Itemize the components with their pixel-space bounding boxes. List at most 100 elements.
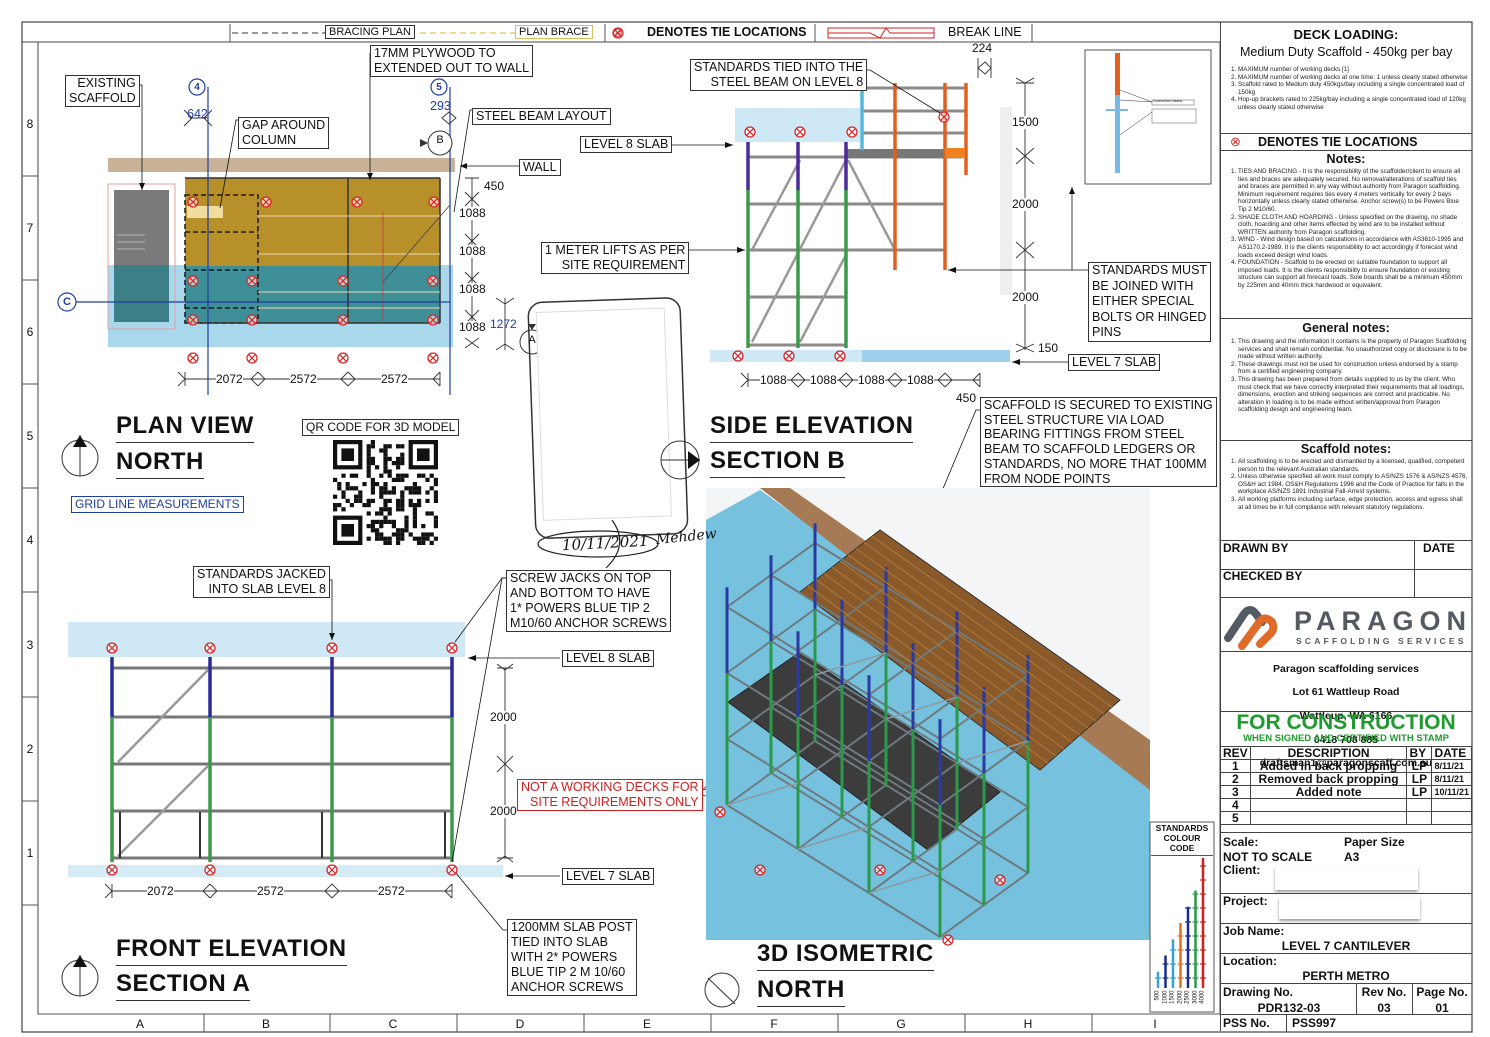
tablet-sketch bbox=[527, 297, 689, 539]
scaffold-notes-title: Scaffold notes: bbox=[1300, 442, 1392, 456]
tie-location-icon bbox=[337, 314, 349, 326]
tie-location-icon bbox=[744, 126, 756, 138]
tie-location-icon bbox=[187, 196, 199, 208]
pss-no-label: PSS No. bbox=[1223, 1016, 1270, 1030]
client-field[interactable] bbox=[1275, 867, 1418, 890]
gridline-c-marker bbox=[57, 292, 77, 312]
grid-row-7: 7 bbox=[26, 221, 34, 235]
address-line: Lot 61 Wattleup Road bbox=[1292, 686, 1400, 699]
iso-brace bbox=[956, 740, 1029, 764]
address-line: Paragon scaffolding services bbox=[1273, 662, 1419, 675]
deck-item: Scaffold rated to Medium duty 450kgs/bay… bbox=[1238, 81, 1468, 96]
callout-tied-steel-beam: STANDARDS TIED INTO THE STEEL BEAM ON LE… bbox=[690, 59, 868, 91]
connection-inset bbox=[1084, 49, 1212, 185]
location-value: PERTH METRO bbox=[1302, 969, 1390, 983]
rev-description bbox=[1249, 798, 1408, 812]
deck-loading-list: MAXIMUM number of working decks [1] MAXI… bbox=[1220, 66, 1472, 112]
callout-steel-beam: STEEL BEAM LAYOUT bbox=[472, 108, 611, 125]
section-b-arrow-marker bbox=[660, 440, 700, 480]
dim-450: 450 bbox=[956, 391, 977, 405]
north-arrow-front bbox=[61, 955, 99, 997]
drawing-no-value: PDR132-03 bbox=[1257, 1001, 1321, 1015]
legend-plan-brace: PLAN BRACE bbox=[515, 25, 593, 39]
side-elevation-title: SIDE ELEVATION bbox=[710, 412, 914, 443]
callout-level8-slab: LEVEL 8 SLAB bbox=[562, 650, 655, 667]
iso-deck-plank bbox=[863, 541, 1105, 715]
iso-deck-plank bbox=[823, 572, 1065, 750]
rev-description: Added note bbox=[1249, 785, 1408, 799]
note-item: These drawings must not be used for cons… bbox=[1238, 361, 1468, 376]
grid-col-d: D bbox=[515, 1017, 525, 1031]
gridline-4-label: 4 bbox=[194, 82, 200, 93]
address-line: 0418 708 885 bbox=[1313, 733, 1379, 746]
iso-deck-plank bbox=[831, 566, 1073, 743]
tie-location-icon bbox=[427, 352, 439, 364]
dim-2000: 2000 bbox=[490, 804, 517, 818]
rev-by bbox=[1406, 811, 1433, 825]
date-header: DATE bbox=[1431, 746, 1472, 760]
tie-location-icon bbox=[427, 314, 439, 326]
grid-line-measurements-link[interactable]: GRID LINE MEASUREMENTS bbox=[71, 496, 244, 513]
north-arrow-plan bbox=[61, 435, 99, 477]
plan-view-title: PLAN VIEW bbox=[116, 412, 254, 443]
grid-separators bbox=[22, 175, 1220, 1032]
dim-293: 293 bbox=[430, 99, 451, 113]
note-item: This drawing and the information it cont… bbox=[1238, 338, 1468, 361]
logo-subtitle: SCAFFOLDING SERVICES bbox=[1296, 636, 1467, 646]
legend-break-line: BREAK LINE bbox=[948, 25, 1022, 39]
tie-location-icon bbox=[326, 864, 338, 876]
rev-no-value: 03 bbox=[1377, 1001, 1391, 1015]
section-b-label: B bbox=[436, 134, 444, 146]
tie-location-icon bbox=[938, 111, 950, 123]
isometric-title: 3D ISOMETRIC bbox=[757, 940, 934, 971]
callout-standards-joined: STANDARDS MUST BE JOINED WITH EITHER SPE… bbox=[1088, 262, 1212, 342]
dim-2572: 2572 bbox=[378, 884, 405, 898]
dim-450: 450 bbox=[484, 179, 505, 193]
note-item: All scaffolding is to be erected and dis… bbox=[1238, 458, 1468, 473]
page-no-label: Page No. bbox=[1416, 985, 1468, 999]
tie-location-icon bbox=[714, 806, 726, 818]
dim-1088: 1088 bbox=[760, 373, 787, 387]
scale-label: Scale: bbox=[1223, 835, 1259, 849]
tie-location-icon bbox=[187, 275, 199, 287]
note-item: This drawing has been prepared from deta… bbox=[1238, 376, 1468, 414]
standard-length-label: 1500 bbox=[1169, 990, 1176, 1004]
standard-length-label: 4000 bbox=[1199, 990, 1206, 1004]
rev-by: LP bbox=[1406, 785, 1433, 799]
iso-ledger bbox=[814, 740, 1029, 874]
note-item: FOUNDATION - Scaffold to be erected on s… bbox=[1238, 259, 1468, 289]
rev-date: 10/11/21 bbox=[1431, 785, 1472, 799]
when-signed: WHEN SIGNED AND CERTIFIED WITH STAMP bbox=[1243, 733, 1449, 744]
rev-by bbox=[1406, 798, 1433, 812]
job-name-value: LEVEL 7 CANTILEVER bbox=[1281, 939, 1411, 953]
dim-1088: 1088 bbox=[810, 373, 837, 387]
rev-number: 3 bbox=[1220, 785, 1251, 799]
callout-standards-jacked: STANDARDS JACKED INTO SLAB LEVEL 8 bbox=[193, 566, 330, 598]
rev-description bbox=[1249, 811, 1408, 825]
rev-by: LP bbox=[1406, 772, 1433, 786]
tie-location-icon bbox=[260, 196, 272, 208]
north-marker-iso bbox=[704, 972, 740, 1008]
iso-ledger bbox=[726, 606, 941, 740]
legend-tie-locations: DENOTES TIE LOCATIONS bbox=[647, 25, 807, 39]
address-line: Wattleup, WA 6166 bbox=[1299, 709, 1393, 722]
front-elevation-title: FRONT ELEVATION bbox=[116, 935, 347, 966]
grid-row-3: 3 bbox=[26, 638, 34, 652]
iso-ledger bbox=[726, 804, 941, 938]
tie-location-icon bbox=[754, 864, 766, 876]
tie-location-icon bbox=[612, 27, 624, 39]
project-field[interactable] bbox=[1279, 897, 1420, 919]
qr-code[interactable] bbox=[333, 440, 438, 545]
plan-view-north: NORTH bbox=[116, 448, 204, 479]
tie-location-icon bbox=[846, 126, 858, 138]
dim-1088: 1088 bbox=[459, 206, 486, 220]
iso-ledger bbox=[770, 706, 985, 840]
dim-2072: 2072 bbox=[147, 884, 174, 898]
dim-2000: 2000 bbox=[490, 710, 517, 724]
callout-plywood: 17MM PLYWOOD TO EXTENDED OUT TO WALL bbox=[370, 45, 534, 77]
deck-upper bbox=[185, 178, 440, 266]
dim-1088: 1088 bbox=[907, 373, 934, 387]
dim-1088: 1088 bbox=[459, 244, 486, 258]
